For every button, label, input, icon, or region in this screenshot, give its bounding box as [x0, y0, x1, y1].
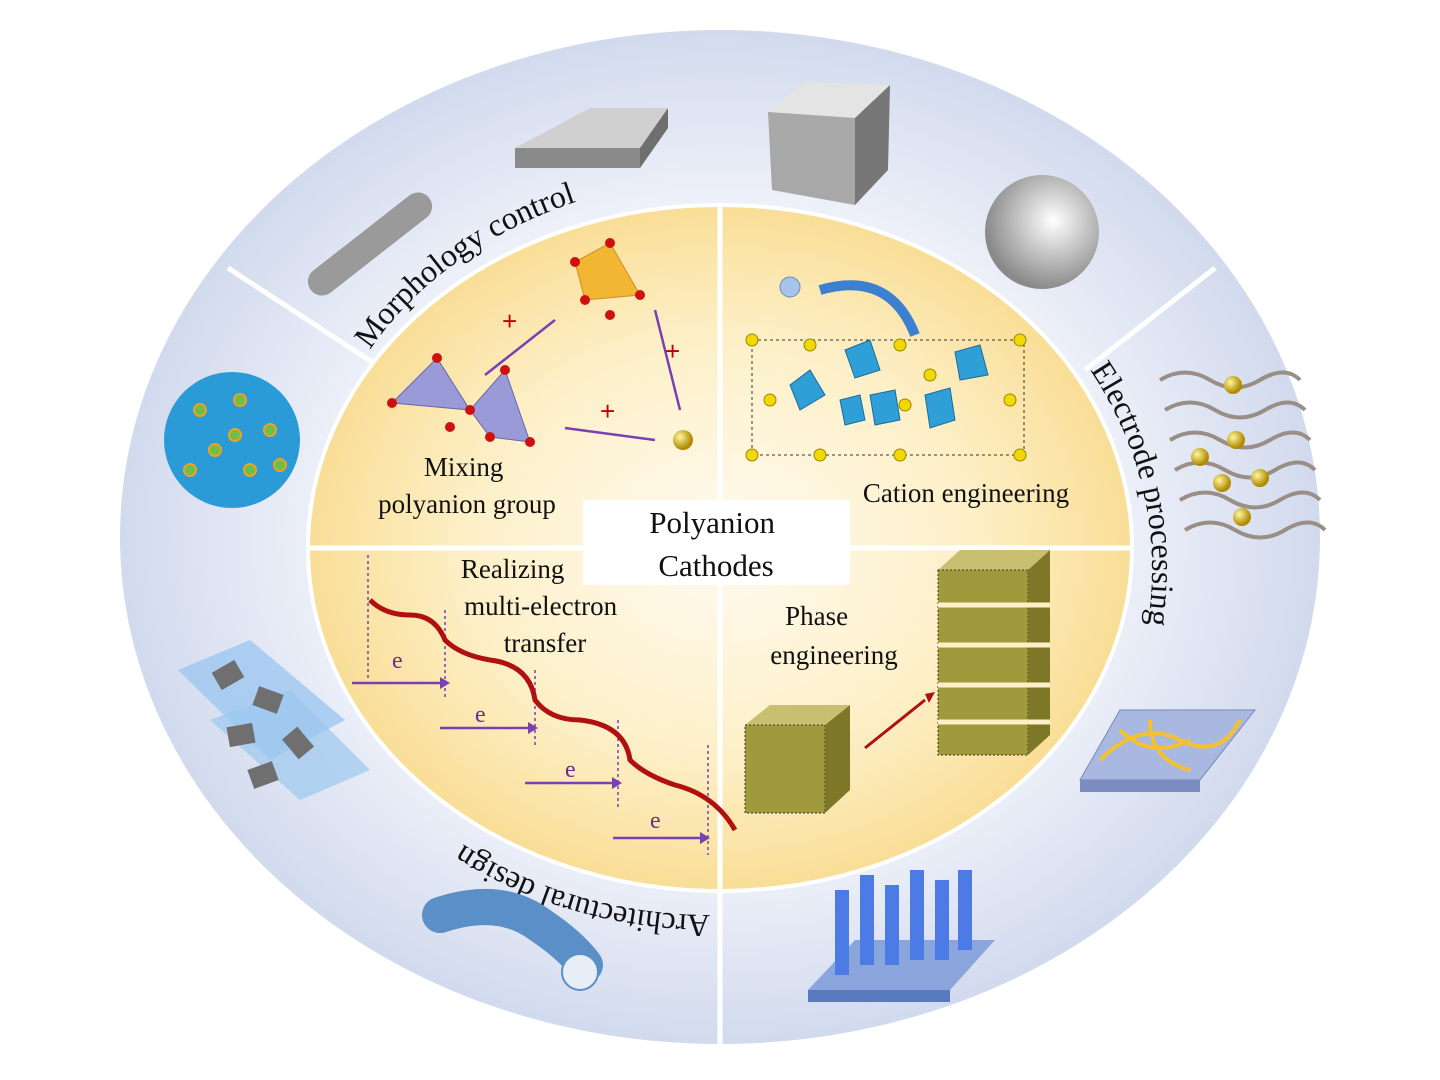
- voltage-curve: [368, 598, 738, 832]
- porous-tube-icon: [422, 889, 603, 983]
- svg-text:e: e: [650, 808, 661, 834]
- center-label-box: [583, 500, 850, 585]
- svg-text:e: e: [392, 648, 403, 674]
- mixing-polyanion-illustration: + + +: [387, 238, 693, 450]
- architectural-icons: [164, 372, 603, 991]
- svg-text:+: +: [665, 336, 680, 366]
- label-mixing-polyanion: Mixing polyanion group: [378, 452, 556, 519]
- svg-text:+: +: [600, 396, 615, 426]
- cation-engineering-illustration: [745, 276, 1027, 462]
- cubic-lattice-icon: [744, 705, 850, 814]
- plate-icon: [515, 108, 668, 148]
- cube-icon: [768, 82, 890, 118]
- label-cation-engineering: Cation engineering: [863, 478, 1069, 508]
- svg-text:e: e: [565, 757, 576, 783]
- pillar-array-icon: [808, 870, 995, 1002]
- svg-text:e: e: [475, 702, 486, 728]
- phase-engineering-illustration: [744, 550, 1050, 814]
- multi-electron-illustration: e e e e: [352, 555, 738, 855]
- sheets-particles-icon: [178, 640, 370, 800]
- porous-cluster-icon: [164, 372, 300, 508]
- center-title: Polyanion Cathodes: [649, 505, 782, 583]
- rod-icon: [307, 192, 433, 296]
- label-phase-engineering: Phase engineering: [770, 601, 897, 670]
- electrode-icons: [808, 370, 1327, 1002]
- morphology-icons: [307, 82, 1099, 296]
- label-multi-electron: Realizing multi-electron transfer: [461, 554, 624, 658]
- svg-text:+: +: [502, 306, 517, 336]
- sphere-icon: [985, 175, 1099, 289]
- layered-lattice-icon: [937, 550, 1050, 756]
